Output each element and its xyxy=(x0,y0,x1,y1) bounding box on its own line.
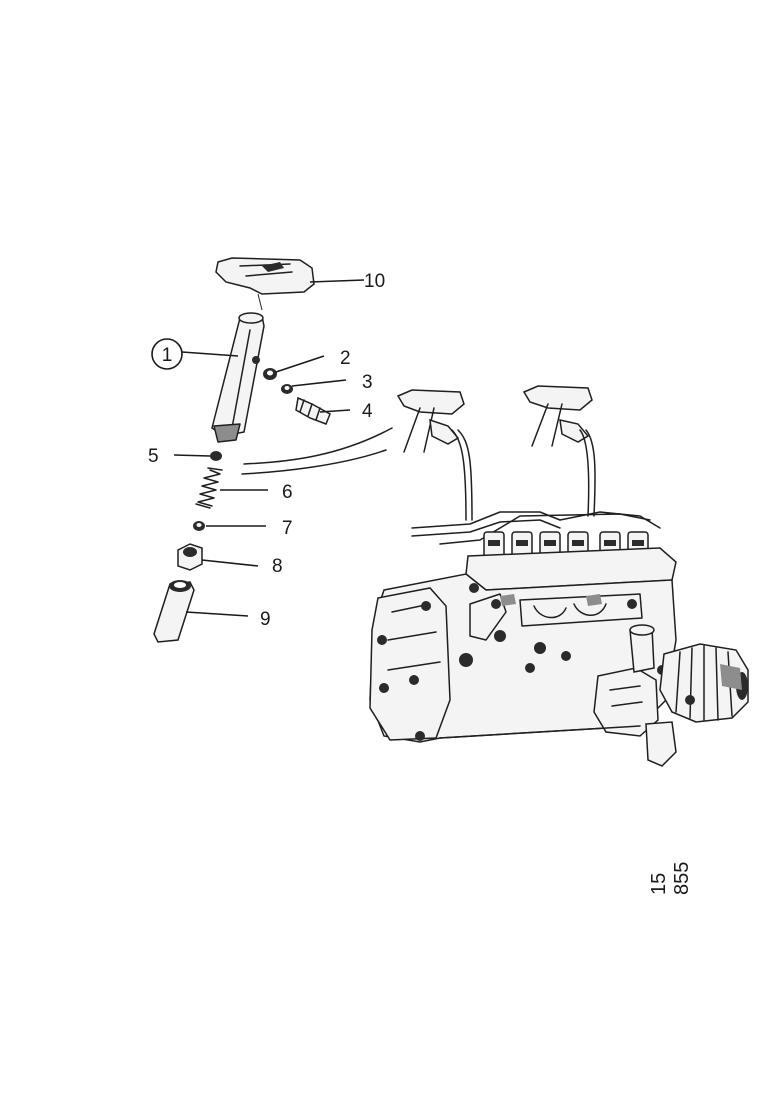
shading-accents xyxy=(500,594,742,690)
callout-4: 4 xyxy=(362,401,373,422)
callout-2: 2 xyxy=(340,348,351,369)
part-8-nut xyxy=(177,543,203,571)
callout-8: 8 xyxy=(272,556,283,577)
part-2-washer xyxy=(263,368,277,380)
leader-lines xyxy=(173,279,393,617)
part-5-ball xyxy=(210,451,222,461)
mounted-injector-left xyxy=(396,389,473,521)
part-10-clamp xyxy=(215,257,315,311)
part-3-washer xyxy=(281,384,293,394)
part-7-ring xyxy=(193,521,205,531)
drawing-number: 15 855 xyxy=(648,861,693,895)
callout-3: 3 xyxy=(362,372,373,393)
part-1-injector-body xyxy=(211,312,265,443)
mounted-injector-right xyxy=(522,385,596,517)
callout-6: 6 xyxy=(282,482,293,503)
part-4-connector xyxy=(295,396,331,425)
callout-5: 5 xyxy=(148,446,159,467)
injection-pump xyxy=(369,511,749,767)
part-9-sleeve xyxy=(153,580,195,643)
part-6-spring xyxy=(195,467,223,509)
callout-1-circle xyxy=(151,338,183,370)
callout-1: 1 xyxy=(162,345,173,366)
callout-9: 9 xyxy=(260,609,271,630)
callout-7: 7 xyxy=(282,518,293,539)
callouts: 1 2 3 4 5 6 7 8 9 10 xyxy=(148,271,385,630)
callout-10: 10 xyxy=(364,271,385,292)
